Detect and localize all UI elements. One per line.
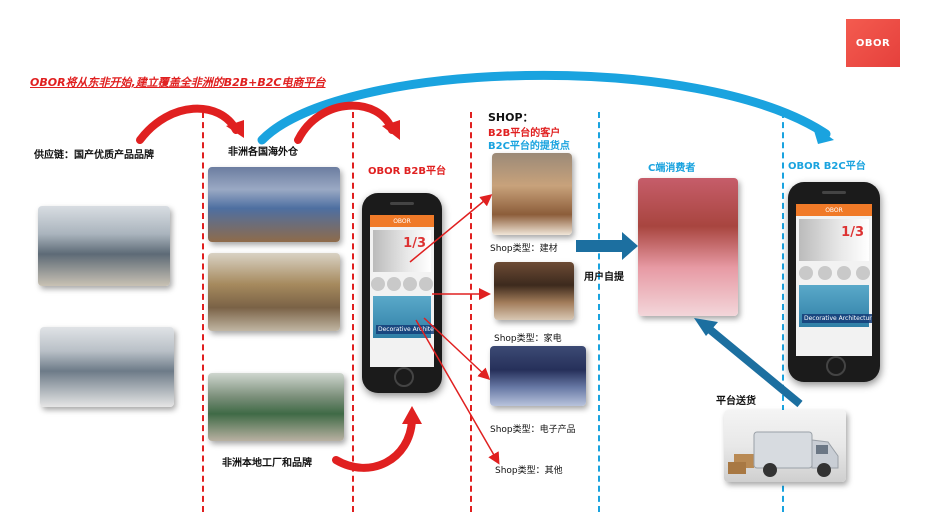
app-promo[interactable]: Decorative Architectural xyxy=(799,285,872,327)
arc-arrow-warehouse-to-b2c xyxy=(257,70,831,145)
delivery-truck-photo xyxy=(724,410,846,482)
shop-type-other: Shop类型：其他 xyxy=(495,466,563,476)
b2b-phone: OBOR 1/3 Decorative Architectural xyxy=(362,193,442,393)
headline: OBOR将从东非开始,建立覆盖全非洲的B2B+B2C电商平台 xyxy=(30,76,326,89)
category-icon[interactable] xyxy=(387,277,401,291)
local-factory-photo xyxy=(208,373,344,441)
obor-logo: OBOR xyxy=(846,19,900,67)
shop-type-building-materials: Shop类型：建材 xyxy=(490,244,558,254)
overseas-warehouse-label: 非洲各国海外仓 xyxy=(228,147,298,158)
warehouse-photo-2 xyxy=(208,253,340,331)
app-header: OBOR xyxy=(370,215,434,227)
consumer-photo xyxy=(638,178,738,316)
b2c-platform-label: OBOR B2C平台 xyxy=(788,161,866,172)
arrow-delivery xyxy=(705,324,803,408)
divider-line-3 xyxy=(470,112,472,512)
home-button-icon xyxy=(826,356,846,376)
arc-arrowhead-factory xyxy=(402,406,422,424)
category-icon[interactable] xyxy=(419,277,433,291)
factory-photo-2 xyxy=(40,327,174,407)
shop-title: SHOP： xyxy=(488,111,534,124)
category-icon[interactable] xyxy=(855,266,870,280)
shop-type-appliances: Shop类型：家电 xyxy=(494,334,562,344)
arc-arrow-supply-to-warehouse xyxy=(136,104,240,144)
arc-arrow-warehouse-to-b2b xyxy=(294,101,396,144)
b2b-platform-label: OBOR B2B平台 xyxy=(368,166,447,177)
app-categories xyxy=(370,275,434,293)
divider-line-1 xyxy=(202,112,204,512)
app-banner[interactable]: 1/3 xyxy=(373,230,431,272)
home-button-icon xyxy=(394,367,414,387)
c-consumer-label: C端消费者 xyxy=(648,163,696,174)
app-header: OBOR xyxy=(796,204,872,216)
delivery-label: 平台送货 xyxy=(716,396,756,407)
shop-photo-electronics xyxy=(490,346,586,406)
promo-text: Decorative Architectural xyxy=(376,325,434,334)
category-icon[interactable] xyxy=(798,266,813,280)
category-icon[interactable] xyxy=(403,277,417,291)
category-icon[interactable] xyxy=(836,266,851,280)
phone-screen: OBOR 1/3 Decorative Architectural xyxy=(796,204,872,356)
banner-text: 1/3 xyxy=(841,225,864,240)
local-factory-label: 非洲本地工厂和品牌 xyxy=(222,458,312,469)
arrow-delivery-head xyxy=(694,318,718,336)
shop-b2b-label: B2B平台的客户 xyxy=(488,128,561,139)
link-b2b-to-shop-other xyxy=(415,319,500,465)
category-icon[interactable] xyxy=(371,277,385,291)
link-b2b-to-shop-building xyxy=(409,194,493,263)
supply-chain-label: 供应链：国产优质产品品牌 xyxy=(34,150,154,161)
category-icon[interactable] xyxy=(817,266,832,280)
app-categories xyxy=(796,264,872,282)
promo-text: Decorative Architectural xyxy=(802,314,872,323)
divider-line-2 xyxy=(352,112,354,512)
shop-photo-appliances xyxy=(494,262,574,320)
phone-speaker xyxy=(822,191,846,194)
app-banner[interactable]: 1/3 xyxy=(799,219,869,261)
arrow-self-pickup xyxy=(576,232,638,260)
truck-icon xyxy=(728,431,839,477)
arc-arrowhead-b2c xyxy=(812,124,834,144)
phone-speaker xyxy=(390,202,414,205)
arc-arrowhead-warehouse xyxy=(226,120,244,138)
shop-type-electronics: Shop类型：电子产品 xyxy=(490,425,576,435)
divider-line-5 xyxy=(782,112,784,512)
shop-photo-building-materials xyxy=(492,153,572,235)
banner-text: 1/3 xyxy=(403,236,426,251)
app-promo[interactable]: Decorative Architectural xyxy=(373,296,434,338)
arc-arrow-factory-to-b2b xyxy=(332,416,416,472)
factory-photo-1 xyxy=(38,206,170,286)
divider-line-4 xyxy=(598,112,600,512)
phone-screen: OBOR 1/3 Decorative Architectural xyxy=(370,215,434,367)
link-b2b-to-shop-electronics xyxy=(423,317,491,381)
b2c-phone: OBOR 1/3 Decorative Architectural xyxy=(788,182,880,382)
shop-b2c-label: B2C平台的提货点 xyxy=(488,141,570,152)
self-pickup-label: 用户自提 xyxy=(584,272,624,283)
arc-arrowhead-b2b xyxy=(382,120,400,140)
warehouse-photo-1 xyxy=(208,167,340,242)
